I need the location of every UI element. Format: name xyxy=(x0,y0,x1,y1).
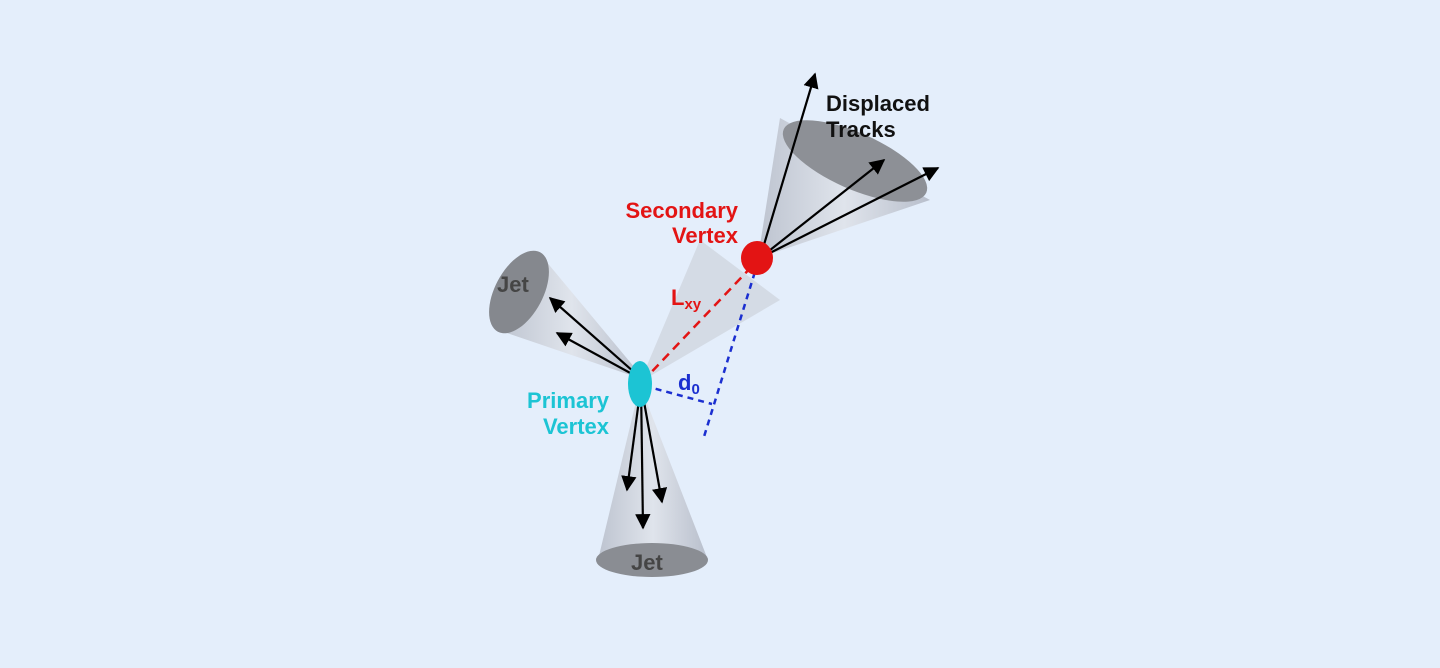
secondary-vertex-label-2: Vertex xyxy=(672,223,739,248)
displaced-tracks-label: Displaced xyxy=(826,91,930,116)
displaced-tracks-cone xyxy=(758,118,930,258)
jet-upper-label: Jet xyxy=(497,272,529,297)
displaced-track-arrow xyxy=(758,72,819,259)
displaced-track-arrow xyxy=(759,159,886,259)
d0-label: d0 xyxy=(678,370,700,398)
lxy-label: Lxy xyxy=(671,285,702,313)
displaced-tracks-label-2: Tracks xyxy=(826,117,896,142)
track-extrapolation-line xyxy=(701,261,760,441)
jet-track-arrow xyxy=(548,296,644,381)
secondary-vertex-label: Secondary xyxy=(626,198,739,223)
d0-line xyxy=(644,384,713,406)
primary-vertex-label-2: Vertex xyxy=(543,414,610,439)
jet-track-arrow xyxy=(555,332,644,381)
secondary-vertex xyxy=(741,241,773,275)
jet-lower-label: Jet xyxy=(631,550,663,575)
lxy-line xyxy=(641,261,757,383)
upper-jet-arrows xyxy=(548,296,644,381)
lower-jet-cone xyxy=(596,385,708,577)
displaced-track-arrows xyxy=(758,72,940,259)
displaced-track-arrow xyxy=(759,167,940,259)
primary-vertex-label: Primary xyxy=(527,388,610,413)
jet-track-arrow xyxy=(635,384,651,530)
primary-vertex xyxy=(628,361,652,407)
